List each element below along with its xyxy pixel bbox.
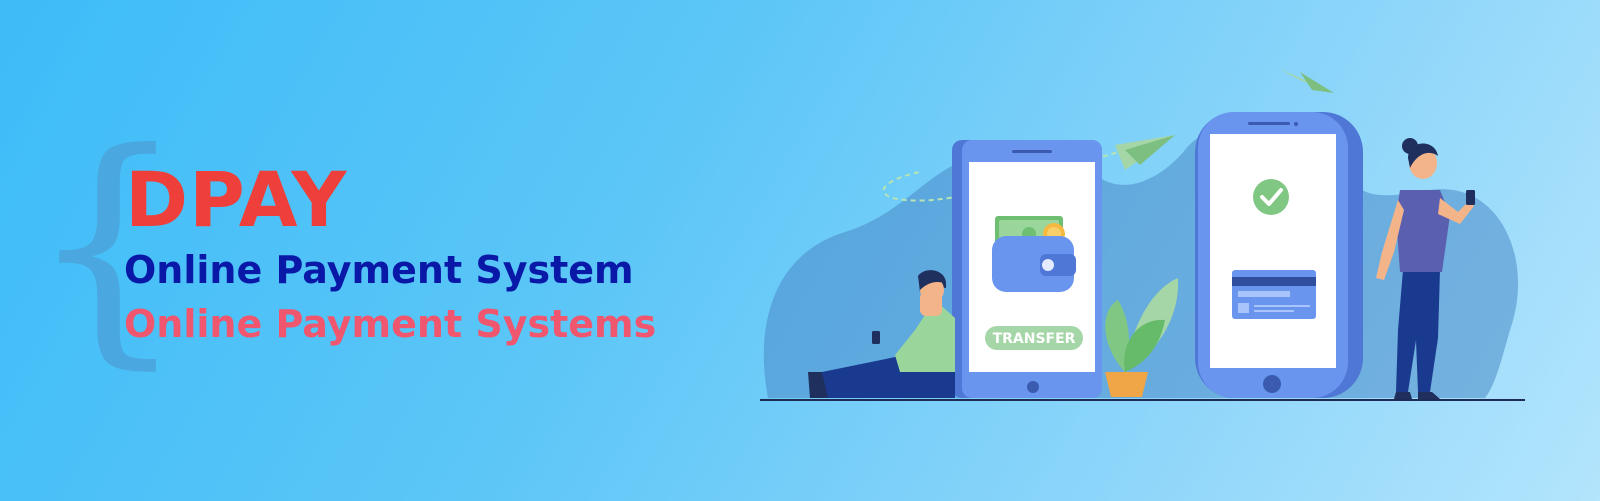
brand-title: DPAY	[125, 155, 348, 244]
right-phone	[1195, 112, 1363, 398]
credit-card-icon	[1232, 270, 1316, 319]
subheadline: Online Payment Systems	[124, 302, 657, 346]
checkmark-icon	[1253, 179, 1289, 215]
seated-person	[808, 270, 955, 398]
headline: Online Payment System	[124, 248, 634, 292]
paper-plane-icon	[1115, 135, 1175, 170]
standing-person	[1376, 138, 1475, 399]
transfer-badge: TRANSFER	[985, 326, 1083, 350]
wallet-icon	[992, 236, 1076, 292]
plant-icon	[1105, 278, 1179, 397]
decorative-brace: {	[28, 99, 188, 390]
transfer-label: TRANSFER	[993, 331, 1076, 347]
paper-plane-icon	[1278, 68, 1334, 93]
